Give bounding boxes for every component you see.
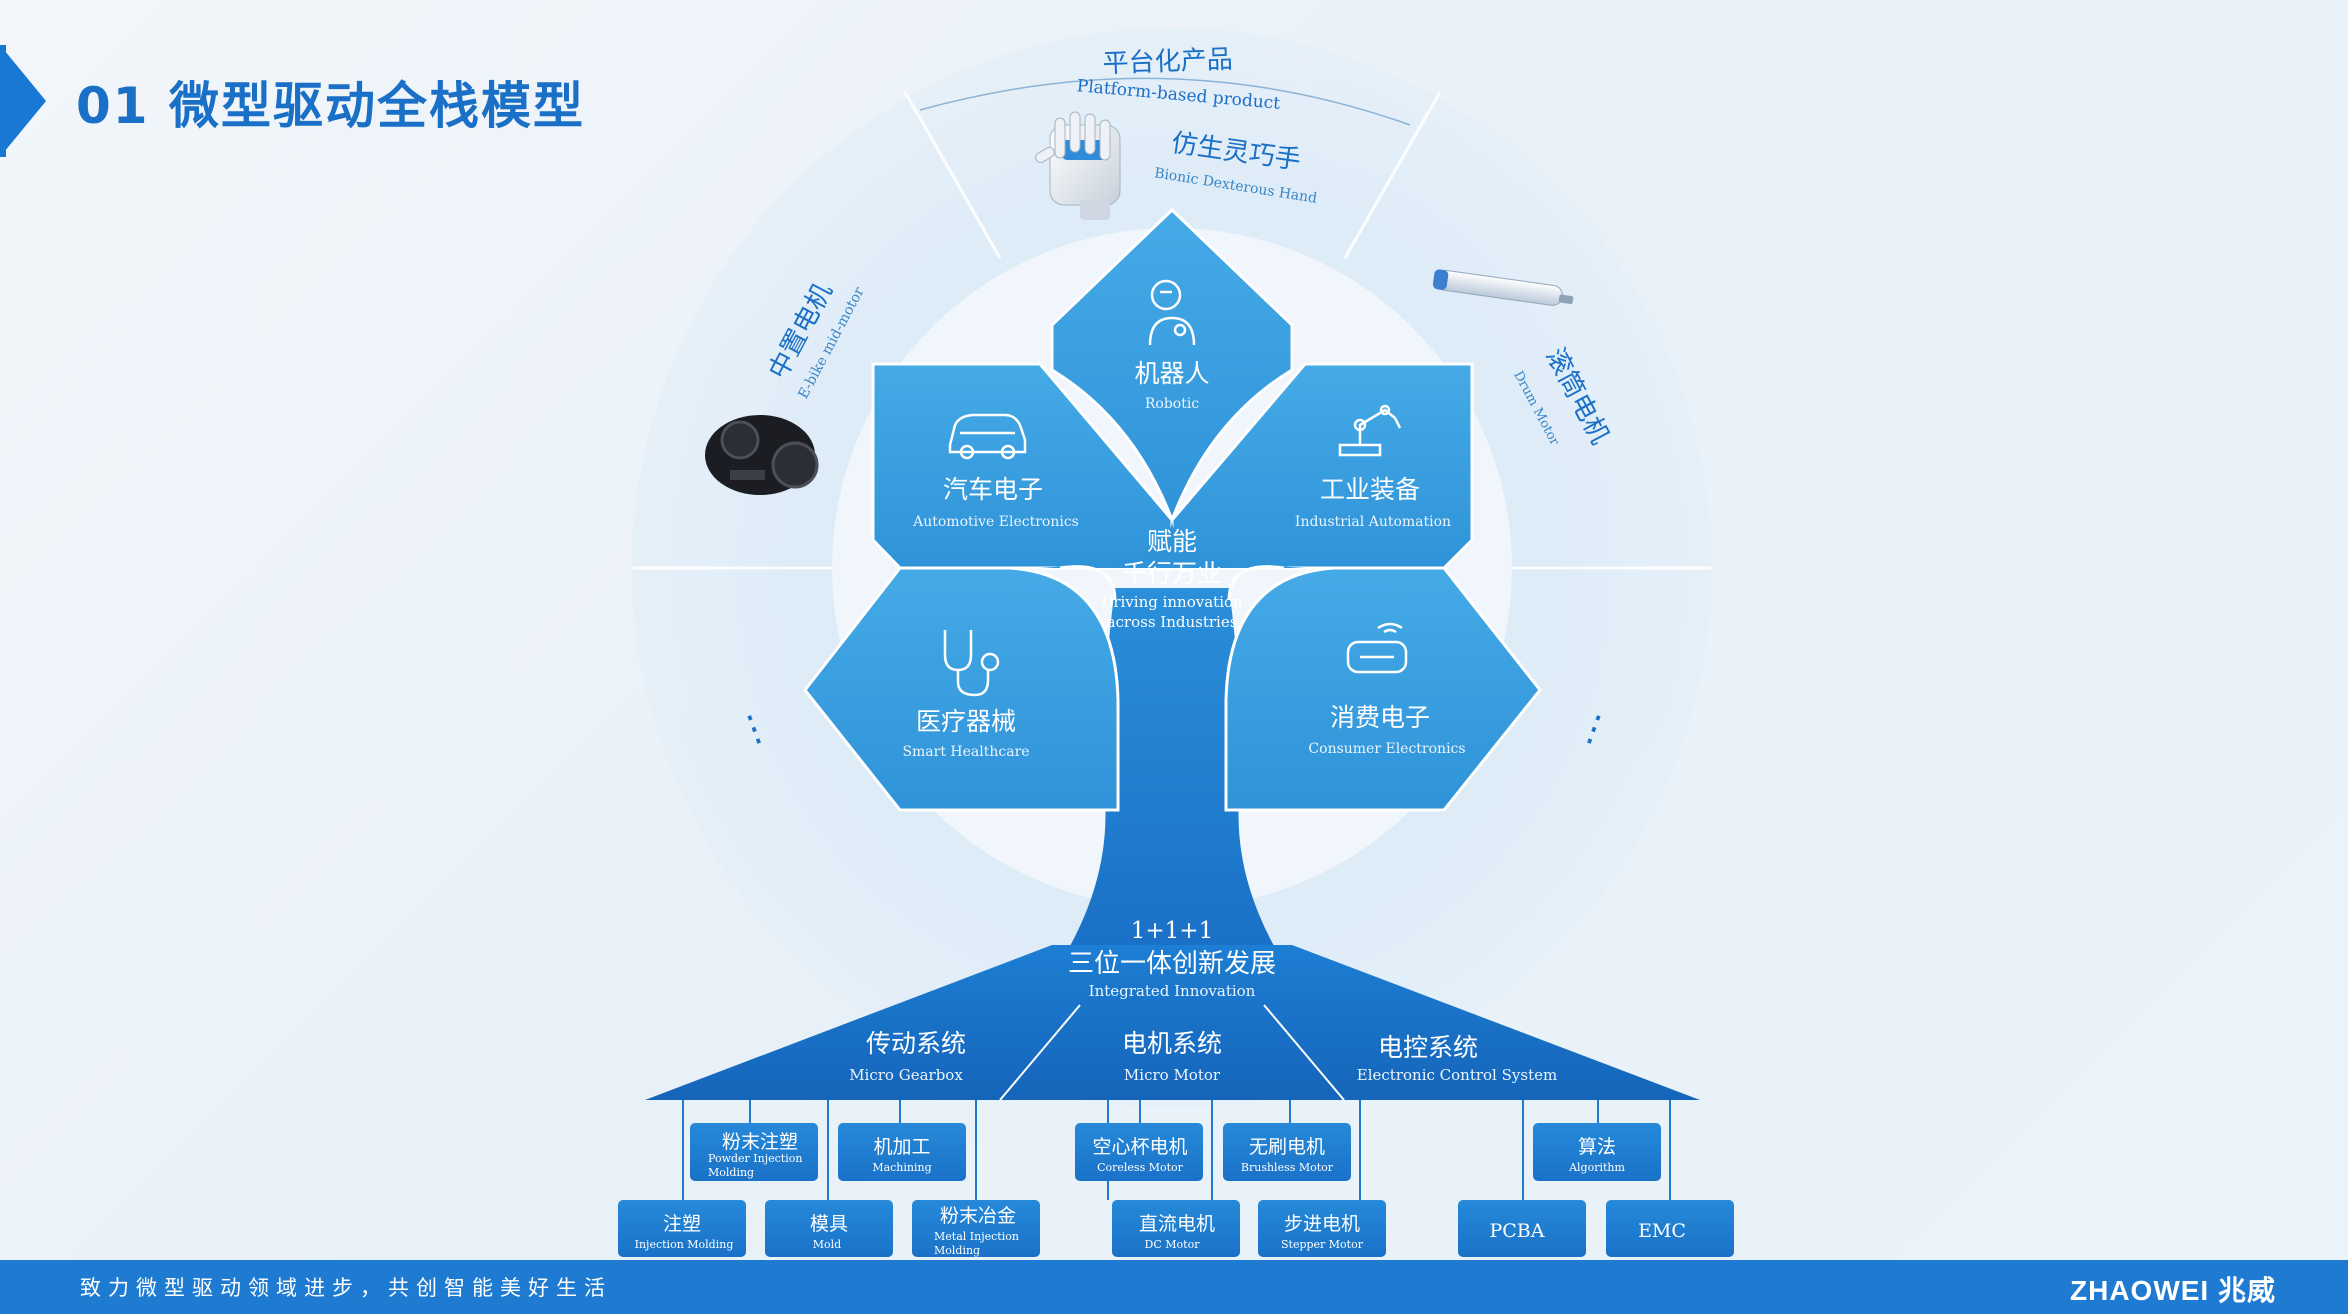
machining-en: Machining [872,1161,931,1174]
branch-line-right [1227,565,1285,601]
powder-injection-cn: 粉末注塑 [722,1131,798,1153]
automotive-cn: 汽车电子 [943,475,1043,504]
footer-bar: 致力微型驱动领域进步，共创智能美好生活 ZHAOWEI 兆威 [0,1260,2348,1314]
leaf-consumer [1224,566,1542,812]
algorithm-en: Algorithm [1568,1161,1625,1174]
root-machining: 机加工 Machining [838,1123,966,1181]
control-cn: 电控系统 [1378,1033,1478,1062]
center-joint [1040,520,1305,568]
system-dividers [999,1004,1345,1101]
industrial-en: Industrial Automation [1295,514,1451,530]
dc-cn: 直流电机 [1139,1213,1215,1235]
machining-cn: 机加工 [873,1136,930,1158]
center-en2: across Industries [1107,613,1238,631]
automotive-en: Automotive Electronics [912,514,1079,530]
powder-injection-en2: Molding [708,1166,754,1179]
brushless-en: Brushless Motor [1241,1161,1334,1174]
root-coreless: 空心杯电机 Coreless Motor [1075,1123,1203,1181]
robot-arm-icon [1338,404,1402,457]
root-emc: EMC [1606,1200,1734,1257]
platform-cn: 平台化产品 [1102,45,1233,80]
motor-cn: 电机系统 [1122,1029,1222,1058]
drum-motor-image [1432,269,1574,306]
emc-label: EMC [1638,1220,1686,1242]
robotic-cn: 机器人 [1134,359,1209,388]
control-en: Electronic Control System [1357,1066,1557,1084]
algorithm-cn: 算法 [1578,1136,1616,1158]
root-pcba: PCBA [1458,1200,1586,1257]
page-title: 01 微型驱动全栈模型 [76,77,585,135]
center-line1: 赋能 [1147,527,1197,556]
root-algorithm: 算法 Algorithm [1533,1123,1661,1181]
center-line2: 千行万业 [1122,559,1222,588]
root-mold: 模具 Mold [765,1200,893,1257]
healthcare-cn: 医疗器械 [916,707,1016,736]
mold-cn: 模具 [810,1213,848,1235]
bionic-hand-image [1035,111,1121,220]
root-dc: 直流电机 DC Motor [1112,1200,1240,1257]
leaf-healthcare [803,566,1120,812]
powder-injection-en1: Powder Injection [708,1152,802,1165]
robotic-en: Robotic [1145,396,1199,412]
trunk-line2: 三位一体创新发展 [1068,949,1276,979]
robot-head-icon [1148,279,1196,346]
pcba-label: PCBA [1489,1220,1544,1242]
mim-en2: Molding [934,1244,980,1257]
trunk-en: Integrated Innovation [1089,982,1256,1000]
trunk-line1: 1+1+1 [1131,918,1213,944]
platform-arc [919,77,1411,126]
mim-en1: Metal Injection [934,1230,1019,1243]
branch-line-left [1059,565,1117,601]
root-mim: 粉末冶金 Metal Injection Molding [912,1200,1040,1257]
tree-base [645,945,1700,1100]
healthcare-en: Smart Healthcare [902,744,1029,760]
coreless-cn: 空心杯电机 [1092,1136,1187,1158]
dc-en: DC Motor [1145,1238,1201,1251]
injection-en: Injection Molding [635,1238,734,1251]
stethoscope-icon [943,630,1000,697]
center-en1: Driving innovation [1101,593,1243,611]
injection-cn: 注塑 [663,1213,701,1235]
mold-en: Mold [813,1238,841,1251]
motor-en: Micro Motor [1124,1066,1221,1084]
title-corner-bar [0,45,6,157]
root-stepper: 步进电机 Stepper Motor [1258,1200,1386,1257]
mim-cn: 粉末冶金 [940,1205,1016,1227]
title-corner-tab [0,45,46,157]
coreless-en: Coreless Motor [1097,1161,1184,1174]
vr-headset-icon [1346,622,1408,674]
root-brushless: 无刷电机 Brushless Motor [1223,1123,1351,1181]
industrial-cn: 工业装备 [1320,475,1420,504]
ring-dividers [632,91,1712,570]
consumer-cn: 消费电子 [1330,703,1430,732]
stepper-en: Stepper Motor [1281,1238,1364,1251]
root-powder-injection: 粉末注塑 Powder Injection Molding [690,1123,818,1181]
gearbox-en: Micro Gearbox [849,1066,963,1084]
car-icon [948,413,1027,460]
company-logo: ZHAOWEI 兆威 [2070,1275,2276,1306]
ebike-motor-image [705,415,819,495]
footer-slogan: 致力微型驱动领域进步，共创智能美好生活 [80,1276,612,1300]
brushless-cn: 无刷电机 [1249,1136,1325,1158]
consumer-en: Consumer Electronics [1308,741,1465,757]
stepper-cn: 步进电机 [1284,1213,1360,1235]
gearbox-cn: 传动系统 [866,1029,966,1058]
root-injection: 注塑 Injection Molding [618,1200,746,1257]
